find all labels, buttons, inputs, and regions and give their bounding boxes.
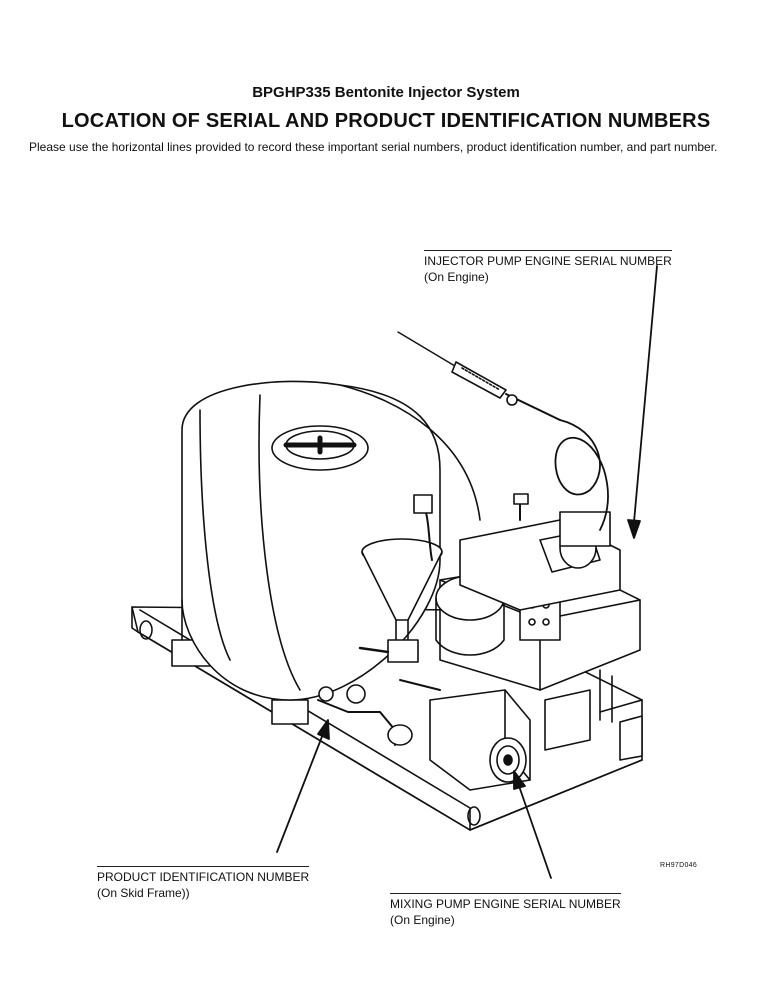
intro-paragraph: Please use the horizontal lines provided… (29, 140, 718, 154)
leader-arrows (276, 265, 658, 879)
mixing-pump-location: (On Engine) (390, 913, 455, 927)
product-id-label: PRODUCT IDENTIFICATION NUMBER (97, 870, 310, 884)
mixing-pump-label: MIXING PUMP ENGINE SERIAL NUMBER (390, 897, 621, 911)
mixing-pump-engine (429, 689, 531, 791)
callout-injector-pump: INJECTOR PUMP ENGINE SERIAL NUMBER (On E… (424, 250, 672, 285)
injector-hose-wand (397, 331, 609, 531)
piping (317, 494, 441, 746)
hopper-funnel (358, 538, 443, 663)
callout-product-id: PRODUCT IDENTIFICATION NUMBER (On Skid F… (97, 866, 310, 901)
page-title: LOCATION OF SERIAL AND PRODUCT IDENTIFIC… (61, 110, 711, 132)
injector-pump-label: INJECTOR PUMP ENGINE SERIAL NUMBER (424, 254, 672, 268)
figure-code: RH97D046 (660, 862, 698, 869)
mixing-serial-record-line (390, 893, 621, 894)
product-id-location: (On Skid Frame)) (97, 886, 190, 900)
product-id-record-line (97, 866, 310, 867)
callout-mixing-pump: MIXING PUMP ENGINE SERIAL NUMBER (On Eng… (390, 893, 621, 928)
serial-record-line (424, 250, 672, 251)
document-subtitle: BPGHP335 Bentonite Injector System (252, 84, 520, 101)
tank (181, 380, 481, 701)
injector-pump-location: (On Engine) (424, 270, 489, 284)
injector-pump-engine (435, 493, 641, 751)
